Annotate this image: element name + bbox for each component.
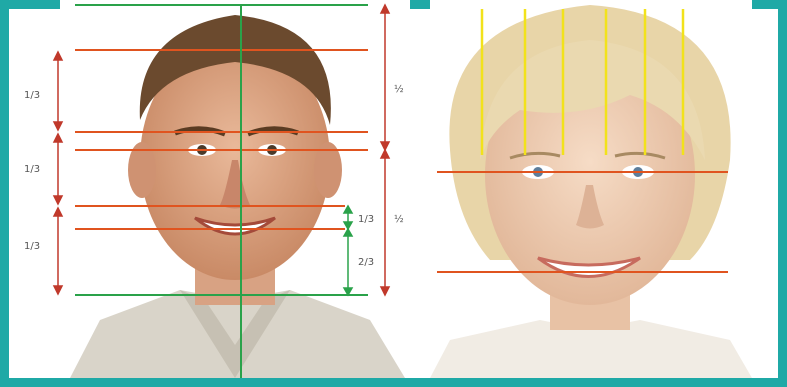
right-half-label-2: ½: [394, 213, 404, 225]
lower-two-thirds-label: 2/3: [358, 257, 374, 268]
hair-division-lines: [480, 9, 685, 155]
right-half-label-1: ½: [394, 83, 404, 95]
left-third-label-2: 1/3: [24, 164, 40, 175]
left-third-label-1: 1/3: [24, 90, 40, 101]
female-portrait: [430, 0, 752, 378]
left-third-label-3: 1/3: [24, 241, 40, 252]
female-face-illustration: [430, 0, 752, 378]
lower-third-label: 1/3: [358, 214, 374, 225]
left-thirds-scale: [52, 50, 64, 296]
right-halves-scale: [379, 3, 391, 297]
lower-face-scale: [342, 204, 354, 297]
